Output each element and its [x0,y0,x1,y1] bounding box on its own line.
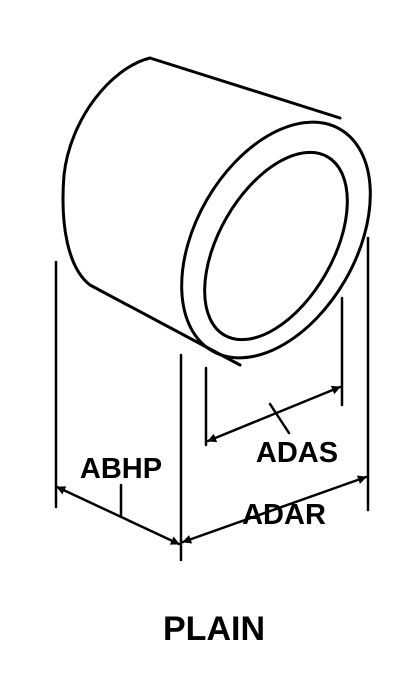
abhp-label: ABHP [80,453,162,485]
bushing-outer-rim [180,120,372,360]
adar-label: ADAR [242,499,326,531]
bushing-body [61,56,242,367]
adas-leader [268,402,291,435]
bushing-inner-bore [203,150,349,342]
diagram-caption: PLAIN [163,610,265,648]
adar-dimension-line [181,475,368,544]
adas-label: ADAS [256,437,338,469]
adas-dimension-line [206,385,342,443]
abhp-dimension-line [55,485,181,546]
bushing-top-edge [148,56,342,120]
